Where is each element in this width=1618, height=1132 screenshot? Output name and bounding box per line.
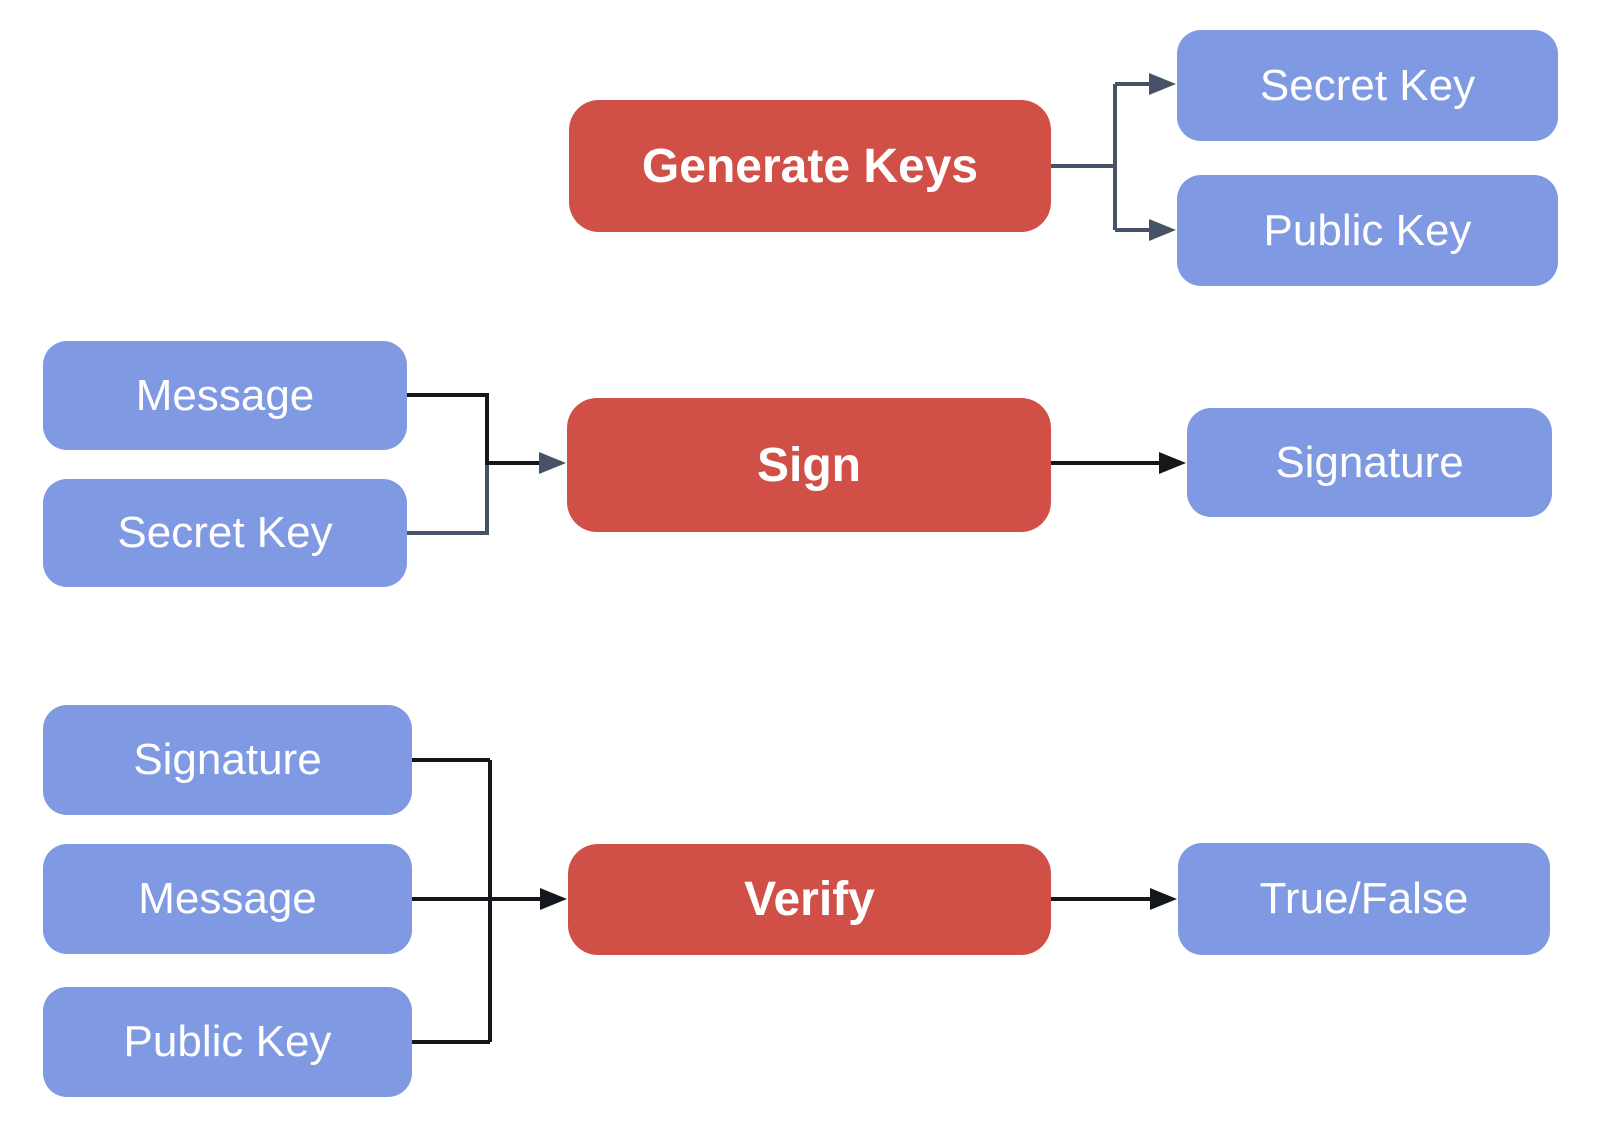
arrowhead-to-verify [540, 888, 567, 910]
node-message-verify-input: Message [43, 844, 412, 954]
node-generate-keys: Generate Keys [569, 100, 1051, 232]
node-verify: Verify [568, 844, 1051, 955]
node-secret-key-output: Secret Key [1177, 30, 1558, 141]
node-true-false: True/False [1178, 843, 1550, 955]
arrowhead-to-secret-key [1149, 73, 1176, 95]
arrowhead-to-truefalse [1150, 888, 1177, 910]
node-message-sign-input: Message [43, 341, 407, 450]
node-secret-key-sign-input: Secret Key [43, 479, 407, 587]
arrowhead-to-signature [1159, 452, 1186, 474]
edge-generate-keys-branch [1051, 82, 1152, 232]
node-sign: Sign [567, 398, 1051, 532]
edge-secret-key-to-sign [407, 463, 489, 535]
node-public-key-verify-input: Public Key [43, 987, 412, 1097]
node-signature-output: Signature [1187, 408, 1552, 517]
arrowhead-to-sign [539, 452, 566, 474]
node-public-key-output: Public Key [1177, 175, 1558, 286]
edge-message-to-sign [407, 393, 542, 465]
edge-inputs-to-verify [412, 758, 542, 1044]
arrowhead-to-public-key [1149, 219, 1176, 241]
node-signature-verify-input: Signature [43, 705, 412, 815]
